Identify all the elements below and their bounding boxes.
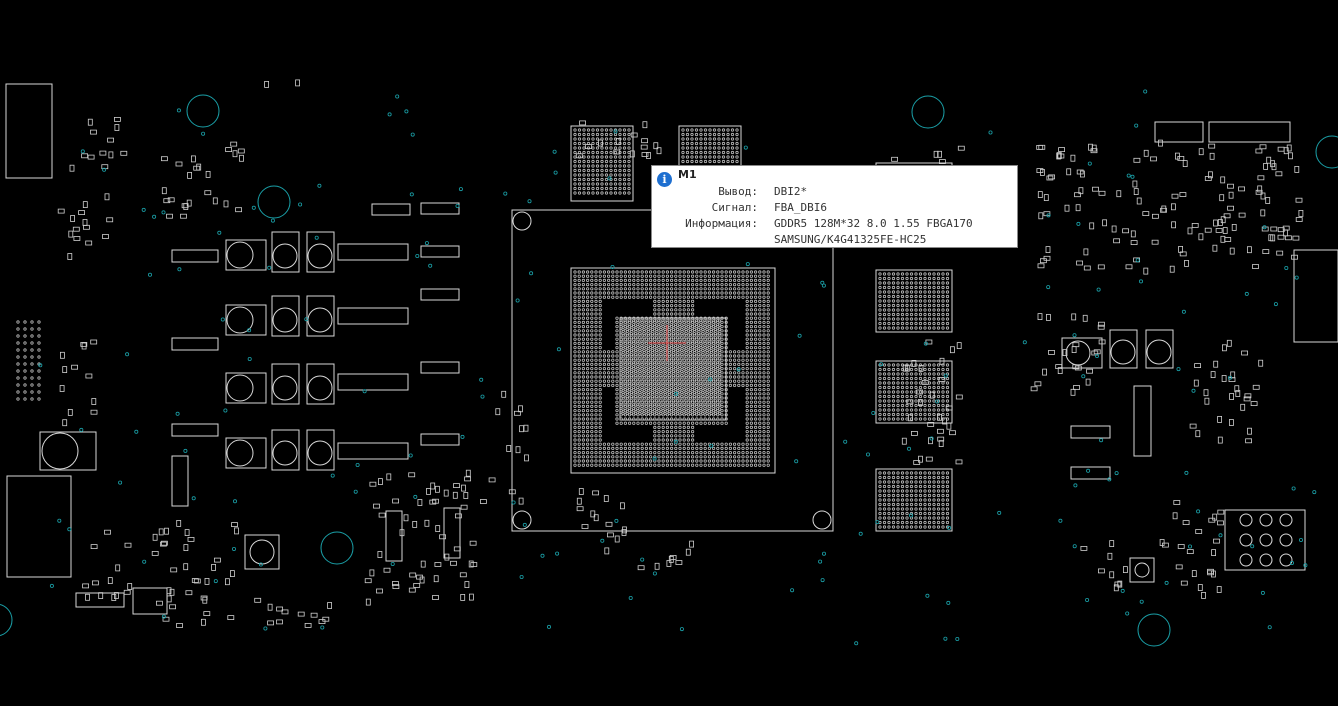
tooltip-value: SAMSUNG/K4G41325FE-HC25: [774, 233, 927, 246]
gpu-mount-hole-br: [812, 510, 832, 530]
memory-chip-top-left: [570, 125, 634, 202]
tooltip-row: Сигнал: FBA_DBI6: [652, 200, 1012, 215]
connector-right-top-2: [1208, 121, 1291, 143]
selected-pin-marker: [648, 325, 686, 361]
connector-right-side: [1293, 249, 1338, 343]
tooltip-label: Сигнал:: [711, 201, 758, 214]
component-tooltip: i M1 Вывод: DBI2* Сигнал: FBA_DBI6 Инфор…: [651, 165, 1018, 248]
tooltip-label: Информация:: [685, 217, 758, 230]
mount-hole: [0, 603, 13, 637]
inductor-left-core: [41, 432, 79, 470]
tooltip-row: Информация: GDDR5 128M*32 8.0 1.55 FBGA1…: [652, 216, 1012, 231]
inductor-left: [39, 431, 97, 471]
gpu-bga: [570, 267, 776, 474]
tooltip-row: Вывод: DBI2*: [652, 184, 1012, 199]
mount-hole: [186, 94, 220, 128]
gpu-mount-hole-tl: [512, 211, 532, 231]
mount-hole: [1315, 135, 1338, 169]
mount-hole: [257, 185, 291, 219]
mount-hole: [911, 95, 945, 129]
connector-right-bottom: [1224, 509, 1306, 571]
memory-chip-right-4: [875, 468, 953, 532]
gpu-mount-hole-bl: [512, 510, 532, 530]
tooltip-value: DBI2*: [774, 185, 808, 198]
tooltip-value: FBA_DBI6: [774, 201, 827, 214]
connector-top-left: [5, 83, 53, 179]
tooltip-title: M1: [678, 168, 697, 181]
tooltip-label: Вывод:: [718, 185, 758, 198]
connector-right-top: [1154, 121, 1204, 143]
mount-hole: [1137, 613, 1171, 647]
tooltip-value: GDDR5 128M*32 8.0 1.55 FBGA170: [774, 217, 973, 230]
connector-bottom-left: [6, 475, 72, 578]
mount-hole: [320, 531, 354, 565]
memory-chip-right-2: [875, 269, 953, 333]
memory-chip-right-3: [875, 360, 953, 424]
info-icon: i: [657, 172, 672, 187]
tooltip-row: SAMSUNG/K4G41325FE-HC25: [652, 232, 1012, 247]
